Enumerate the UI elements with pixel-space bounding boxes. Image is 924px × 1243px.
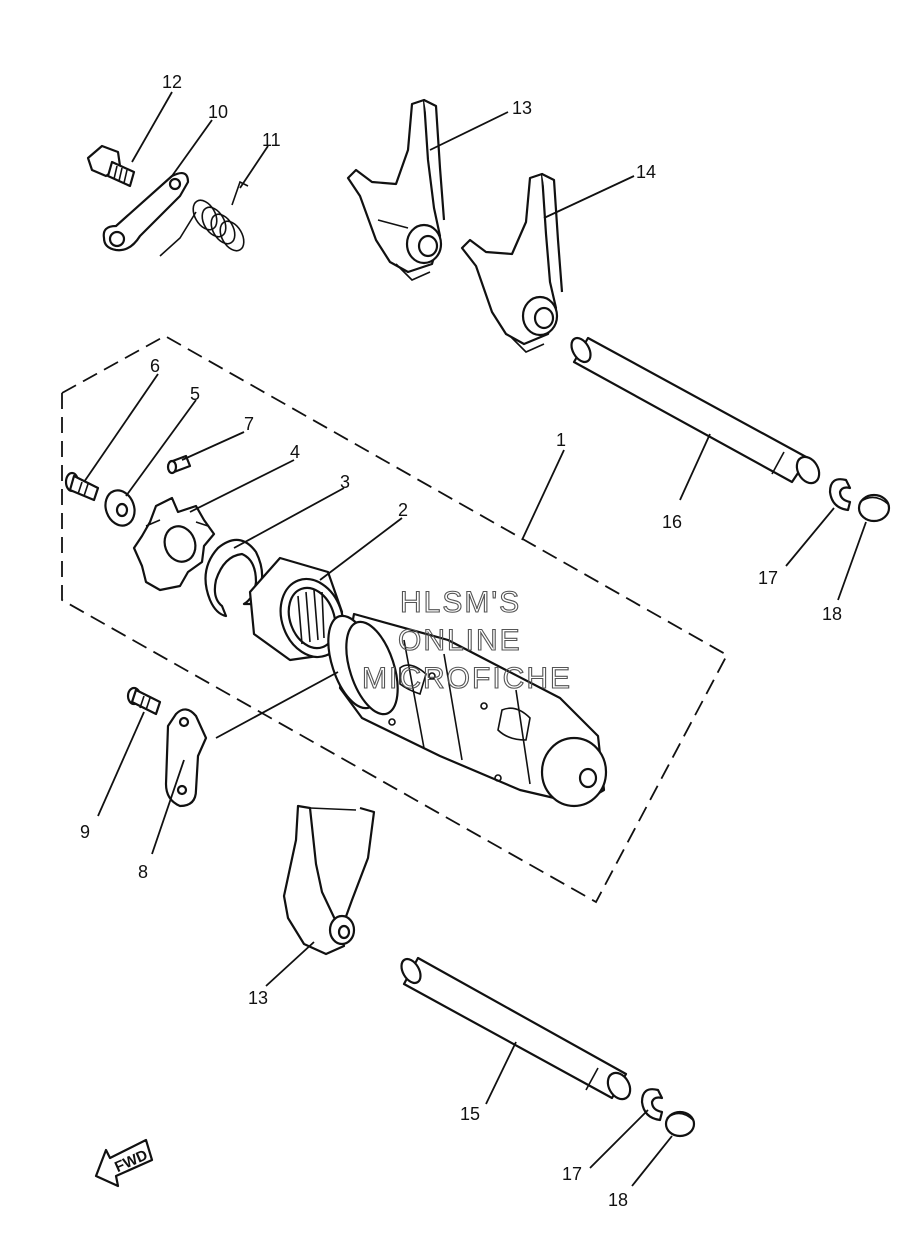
callout-2: 2 bbox=[398, 500, 408, 520]
callout-13-lower: 13 bbox=[248, 988, 268, 1008]
callout-9: 9 bbox=[80, 822, 90, 842]
part-13-shift-fork-lower bbox=[282, 804, 376, 956]
part-9-screw bbox=[126, 686, 162, 716]
callout-4: 4 bbox=[290, 442, 300, 462]
callout-3: 3 bbox=[340, 472, 350, 492]
callout-18-upper: 18 bbox=[822, 604, 842, 624]
callout-6: 6 bbox=[150, 356, 160, 376]
fwd-label: FWD bbox=[112, 1147, 150, 1176]
callout-12: 12 bbox=[162, 72, 182, 92]
part-13-shift-fork-upper bbox=[346, 98, 446, 281]
watermark-line-1: HLSM'S bbox=[400, 586, 521, 619]
part-17-circlip-lower bbox=[640, 1088, 664, 1122]
part-2-bearing bbox=[248, 556, 345, 662]
callout-13-upper: 13 bbox=[512, 98, 532, 118]
part-15-shaft bbox=[400, 956, 632, 1101]
part-6-screw bbox=[64, 471, 100, 502]
callout-7: 7 bbox=[244, 414, 254, 434]
callout-15: 15 bbox=[460, 1104, 480, 1124]
part-12-bolt bbox=[86, 144, 136, 188]
part-14-shift-fork bbox=[460, 172, 564, 353]
part-16-shaft bbox=[570, 336, 821, 485]
callout-16: 16 bbox=[662, 512, 682, 532]
callout-17-lower: 17 bbox=[562, 1164, 582, 1184]
part-8-plate bbox=[164, 708, 208, 808]
callout-labels: 1 2 3 4 5 6 7 8 9 10 11 12 13 14 15 16 1… bbox=[80, 72, 842, 1210]
callout-10: 10 bbox=[208, 102, 228, 122]
watermark: HLSM'S ONLINE MICROFICHE bbox=[361, 585, 572, 695]
part-17-circlip-upper bbox=[828, 478, 852, 512]
part-4-segment bbox=[132, 496, 216, 592]
part-1-shift-drum bbox=[327, 612, 608, 808]
part-7-pin bbox=[166, 454, 192, 475]
callout-17-upper: 17 bbox=[758, 568, 778, 588]
fwd-direction-arrow: FWD bbox=[94, 1138, 154, 1188]
callout-11: 11 bbox=[262, 130, 281, 150]
part-18-cap-lower bbox=[664, 1110, 696, 1138]
leader-lines bbox=[83, 91, 867, 1187]
watermark-line-2: ONLINE bbox=[398, 624, 522, 657]
assembly-boundary bbox=[61, 334, 729, 904]
callout-5: 5 bbox=[190, 384, 200, 404]
part-10-plate bbox=[102, 171, 190, 252]
callout-18-lower: 18 bbox=[608, 1190, 628, 1210]
part-18-cap-upper bbox=[857, 493, 891, 523]
callout-1: 1 bbox=[556, 430, 566, 450]
watermark-line-3: MICROFICHE bbox=[362, 662, 572, 695]
callout-14: 14 bbox=[636, 162, 656, 182]
callout-8: 8 bbox=[138, 862, 148, 882]
part-11-spring bbox=[159, 180, 249, 257]
part-5-washer bbox=[104, 489, 136, 527]
